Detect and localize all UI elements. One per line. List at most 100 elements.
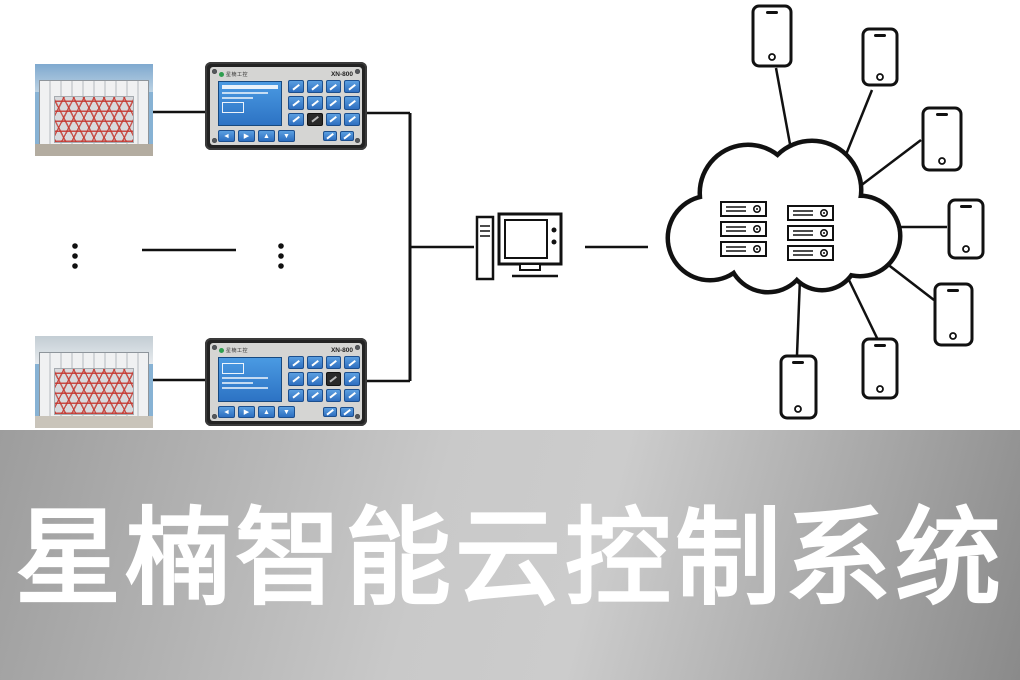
right-arrow-button: ▶ (238, 129, 255, 142)
photo-shed (38, 351, 150, 418)
brand-logo-icon (219, 72, 224, 77)
server-icon (720, 241, 767, 257)
left-arrow-button: ◄ (218, 129, 235, 142)
photo-scaffold (54, 369, 134, 414)
controller-brand: 星楠工控 (226, 348, 249, 354)
keypad-button (288, 372, 304, 386)
server-icon (720, 201, 767, 217)
controller-model: XN-800 (330, 71, 353, 78)
keypad-button (306, 388, 323, 402)
controller-panel: 星楠工控 XN-800 (210, 67, 362, 145)
keypad-button (344, 356, 360, 370)
screen-box (222, 363, 244, 374)
controller-keypad (288, 356, 360, 402)
smartphone-icon (933, 282, 974, 347)
screen-row (222, 92, 268, 94)
keypad-button (323, 130, 337, 141)
keypad-button (344, 112, 360, 126)
banner: 星楠智能云控制系统 (0, 430, 1020, 680)
keypad-button (325, 388, 342, 402)
smartphone-icon (751, 4, 793, 68)
ellipsis-dots (72, 243, 284, 269)
keypad-button (306, 96, 323, 110)
plc-controller-1: 星楠工控 XN-800 (205, 62, 367, 150)
screw-icon (355, 414, 360, 419)
photo-scaffold (54, 97, 134, 142)
controller-header: 星楠工控 XN-800 (219, 345, 353, 356)
photo-shed (38, 79, 150, 146)
plc-controller-2: 星楠工控 XN-800 (205, 338, 367, 426)
keypad-button (344, 80, 360, 94)
screen-box (222, 102, 244, 113)
system-diagram: 星楠工控 XN-800 (0, 0, 1020, 430)
photo-opening (53, 96, 135, 143)
keypad-button (325, 80, 342, 94)
keypad-button (325, 356, 342, 370)
cloud-servers (720, 201, 834, 261)
keypad-button (344, 388, 360, 402)
cloud-icon (665, 138, 903, 295)
controller-keypad (288, 80, 360, 126)
smartphone-icon (947, 198, 985, 260)
screw-icon (355, 138, 360, 143)
keypad-button (306, 372, 323, 386)
server-icon (787, 205, 834, 221)
keypad-button (344, 96, 360, 110)
screen-titlebar (222, 85, 278, 89)
photo-opening (53, 368, 135, 415)
controller-model: XN-800 (330, 347, 353, 354)
screw-icon (212, 345, 217, 350)
controller-navrow: ◄ ▶ ▲ ▼ (218, 129, 354, 142)
up-arrow-button: ▲ (258, 129, 275, 142)
keypad-button (288, 356, 304, 370)
down-arrow-button: ▼ (278, 129, 295, 142)
server-icon (720, 221, 767, 237)
controller-panel: 星楠工控 XN-800 (210, 343, 362, 421)
keypad-button (344, 372, 360, 386)
keypad-button (323, 406, 337, 417)
keypad-button (340, 406, 354, 417)
controller-navrow: ◄ ▶ ▲ ▼ (218, 405, 354, 418)
keypad-button (288, 96, 304, 110)
power-button (325, 372, 342, 386)
drying-room-photo-2 (35, 336, 153, 428)
keypad-button (288, 80, 304, 94)
down-arrow-button: ▼ (278, 405, 295, 418)
keypad-button (306, 356, 323, 370)
smartphone-icon (921, 106, 963, 172)
keypad-button (288, 112, 304, 126)
server-icon (787, 245, 834, 261)
up-arrow-button: ▲ (258, 405, 275, 418)
screen-row (222, 387, 268, 389)
photo-ground (35, 416, 153, 428)
left-arrow-button: ◄ (218, 405, 235, 418)
screw-icon (355, 69, 360, 74)
controller-header: 星楠工控 XN-800 (219, 69, 353, 80)
screw-icon (212, 138, 217, 143)
keypad-button (288, 388, 304, 402)
smartphone-icon (861, 337, 899, 400)
smartphone-icon (779, 354, 818, 420)
banner-title: 星楠智能云控制系统 (15, 500, 1005, 618)
photo-ground (35, 144, 153, 156)
keypad-button (340, 130, 354, 141)
keypad-button (306, 80, 323, 94)
diagram-vector-layer (72, 4, 985, 420)
screen-row (222, 377, 268, 379)
screw-icon (212, 69, 217, 74)
power-button (306, 112, 323, 126)
screw-icon (212, 414, 217, 419)
screw-icon (355, 345, 360, 350)
drying-room-photo-1 (35, 64, 153, 156)
controller-brand: 星楠工控 (226, 72, 249, 78)
keypad-button (325, 112, 342, 126)
computer-icon (475, 212, 563, 281)
keypad-button (325, 96, 342, 110)
computer-tower (475, 215, 495, 281)
screen-row (222, 382, 253, 384)
controller-screen (218, 357, 282, 402)
right-arrow-button: ▶ (238, 405, 255, 418)
server-icon (787, 225, 834, 241)
controller-screen (218, 81, 282, 126)
